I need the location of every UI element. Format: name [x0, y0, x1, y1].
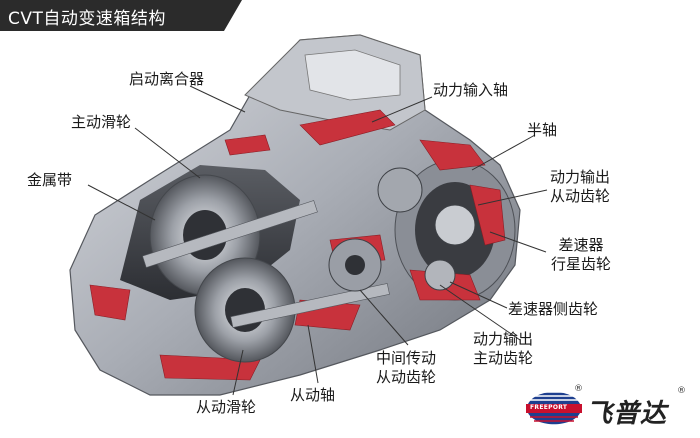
freeport-badge-icon	[526, 391, 582, 425]
brand-logo	[526, 391, 582, 425]
label-output-drive-gear: 动力输出 主动齿轮	[473, 330, 533, 368]
label-input-shaft: 动力输入轴	[433, 81, 509, 99]
label-intermediate-driven-gear-line2: 从动齿轮	[376, 368, 437, 386]
label-differential-side-gear: 差速器侧齿轮	[508, 300, 599, 318]
badge-text: FREEPORT	[530, 404, 568, 411]
label-output-driven-gear-line1: 动力输出	[550, 168, 611, 186]
label-half-shaft: 半轴	[527, 121, 558, 139]
title-banner	[0, 0, 242, 31]
label-differential-planet-gear-line2: 行星齿轮	[551, 255, 612, 273]
label-output-driven-gear-line2: 从动齿轮	[550, 187, 611, 205]
label-output-driven-gear: 动力输出 从动齿轮	[550, 168, 610, 206]
label-differential-planet-gear-line1: 差速器	[558, 236, 604, 254]
label-driven-shaft: 从动轴	[290, 386, 336, 404]
driven-pulley-assembly	[194, 257, 390, 363]
diagram-title: CVT自动变速箱结构	[8, 9, 166, 29]
label-output-drive-gear-line2: 主动齿轮	[473, 349, 534, 367]
label-driven-pulley: 从动滑轮	[196, 398, 257, 416]
label-output-drive-gear-line1: 动力输出	[473, 330, 534, 348]
leader-lines	[87, 85, 548, 396]
label-intermediate-driven-gear: 中间传动 从动齿轮	[376, 349, 436, 387]
brand-registered-mark: ®	[677, 386, 686, 396]
label-intermediate-driven-gear-line1: 中间传动	[376, 349, 437, 367]
brand-name: 飞普达	[586, 399, 668, 429]
badge-registered-mark: ®	[574, 384, 583, 394]
gear-set	[328, 167, 476, 292]
label-start-clutch: 启动离合器	[129, 70, 205, 88]
label-drive-pulley: 主动滑轮	[71, 113, 132, 131]
label-metal-belt: 金属带	[27, 171, 73, 189]
label-differential-planet-gear: 差速器 行星齿轮	[551, 236, 611, 274]
